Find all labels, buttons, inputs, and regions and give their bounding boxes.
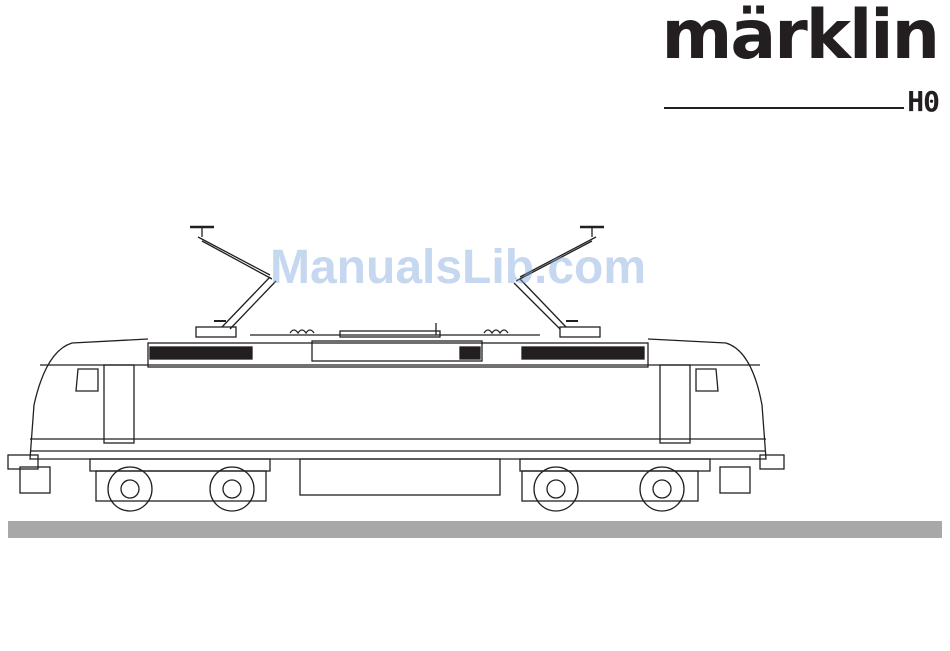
watermark: ManualsLib.com xyxy=(270,244,646,292)
marklin-logo: märklin H0 xyxy=(662,8,942,113)
underframe xyxy=(8,455,784,495)
logo-underline xyxy=(664,107,904,109)
left-pantograph xyxy=(190,227,276,337)
scale-label: H0 xyxy=(907,88,939,116)
bogie-wheels xyxy=(96,467,698,511)
footer-bar xyxy=(8,521,942,538)
locomotive-body xyxy=(30,339,766,459)
roof-equipment xyxy=(250,323,540,337)
brand-wordmark: märklin xyxy=(661,2,938,70)
